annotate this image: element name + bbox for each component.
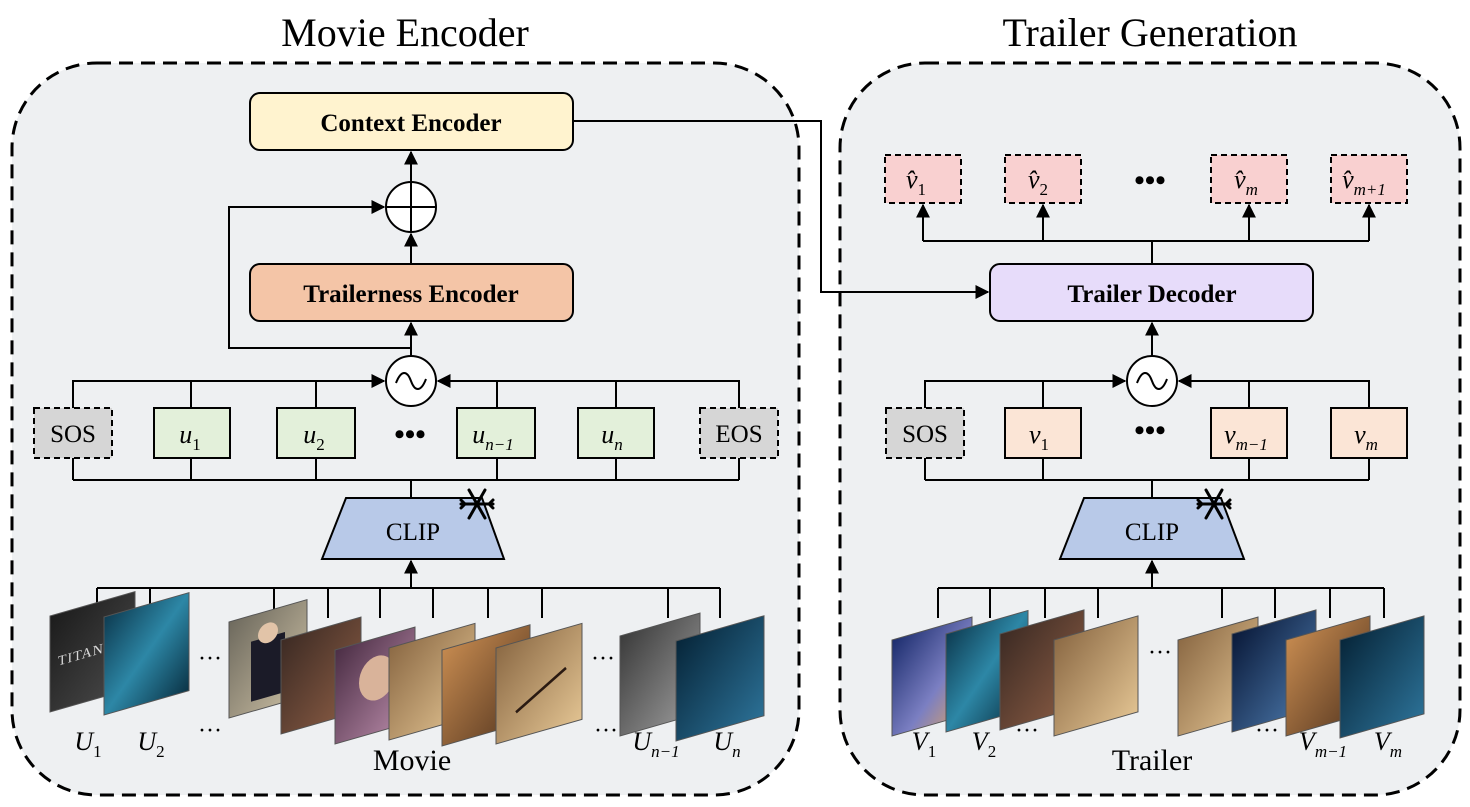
svg-text:vm−1: vm−1: [1224, 420, 1268, 454]
trailer-generation-panel: [838, 61, 1462, 797]
token-vm: vm: [1330, 407, 1408, 459]
trailer-frame-ellipsis-2: ···: [1255, 718, 1279, 744]
svg-text:un−1: un−1: [472, 420, 513, 454]
frame-ocean: [103, 591, 190, 716]
svg-text:···: ···: [198, 646, 222, 672]
frame-label-vm-minus-1: Vm−1: [1299, 727, 1347, 761]
trailer-clip-block: [1058, 497, 1246, 560]
svg-text:···: ···: [591, 646, 615, 672]
frame-bow: [495, 622, 583, 745]
frame-label-v2: V2: [972, 727, 996, 761]
output-vm: v̂m: [1210, 154, 1288, 204]
trailer-generation-title: Trailer Generation: [1002, 10, 1297, 55]
svg-text:EOS: EOS: [715, 421, 762, 448]
movie-frames: TITANIC ··· ···: [49, 590, 765, 747]
trailer-sos-token: SOS: [885, 407, 965, 459]
token-ellipsis: •••: [394, 418, 426, 451]
token-vm-minus-1: vm−1: [1210, 407, 1288, 459]
frame-label-vm: Vm: [1374, 727, 1402, 761]
frame-label-u1: U1: [74, 727, 101, 761]
frame-wreck-t: [1339, 615, 1425, 739]
trailerness-encoder-label: Trailerness Encoder: [303, 281, 518, 308]
svg-text:v1: v1: [1029, 420, 1049, 454]
trailer-clip-label: CLIP: [1125, 519, 1179, 546]
frame-label-ellipsis-2: ···: [594, 718, 618, 744]
movie-encoder-panel: [10, 61, 801, 797]
token-u2: u2: [276, 407, 356, 459]
movie-encoder-title: Movie Encoder: [281, 10, 529, 55]
frame-bow-t: [1053, 615, 1139, 737]
frame-label-u2: U2: [137, 727, 164, 761]
token-u1: u1: [153, 407, 231, 459]
svg-text:v̂m: v̂m: [1234, 165, 1258, 199]
frame-label-ellipsis-1: ···: [198, 718, 222, 744]
svg-text:SOS: SOS: [902, 421, 948, 448]
svg-text:un: un: [601, 420, 623, 454]
output-ellipsis: •••: [1134, 164, 1166, 197]
token-v1: v1: [1004, 407, 1082, 459]
token-un-minus-1: un−1: [456, 407, 536, 459]
trailer-frame-ellipsis-1: ···: [1015, 718, 1039, 744]
snowflake-icon: [1196, 488, 1232, 520]
trailer-decoder-label: Trailer Decoder: [1067, 281, 1236, 308]
trailerness-encoder-box: [249, 263, 574, 322]
context-encoder-label: Context Encoder: [320, 110, 501, 137]
frame-label-v1: V1: [912, 727, 936, 761]
sos-token: SOS: [33, 407, 113, 459]
output-v1: v̂1: [884, 154, 962, 204]
snowflake-icon: [459, 488, 495, 520]
output-vm-plus-1: v̂m+1: [1330, 154, 1408, 204]
svg-text:v̂2: v̂2: [1028, 165, 1048, 199]
svg-text:v̂m+1: v̂m+1: [1342, 165, 1386, 199]
circled-plus-icon: [385, 181, 437, 233]
svg-text:u1: u1: [179, 420, 201, 454]
svg-text:SOS: SOS: [50, 421, 96, 448]
trailer-decoder-box: [989, 263, 1314, 322]
movie-clip-block: [320, 497, 506, 560]
frame-label-un: Un: [713, 727, 740, 761]
movie-caption: Movie: [373, 744, 451, 777]
frame-label-un-minus-1: Un−1: [632, 727, 679, 761]
output-v2: v̂2: [1004, 154, 1082, 204]
token-un: un: [577, 407, 655, 459]
svg-text:···: ···: [1148, 640, 1172, 666]
trailer-caption: Trailer: [1112, 744, 1193, 777]
eos-token: EOS: [699, 407, 779, 459]
circled-tilde-icon: [1126, 355, 1178, 407]
circled-tilde-icon: [385, 355, 437, 407]
frame-wreck: [675, 615, 765, 742]
svg-text:v̂1: v̂1: [906, 165, 926, 199]
trailer-frames: ···: [891, 609, 1425, 739]
trailer-token-ellipsis: •••: [1134, 414, 1166, 447]
svg-text:vm: vm: [1354, 420, 1378, 454]
movie-clip-label: CLIP: [386, 519, 440, 546]
svg-text:u2: u2: [303, 420, 325, 454]
